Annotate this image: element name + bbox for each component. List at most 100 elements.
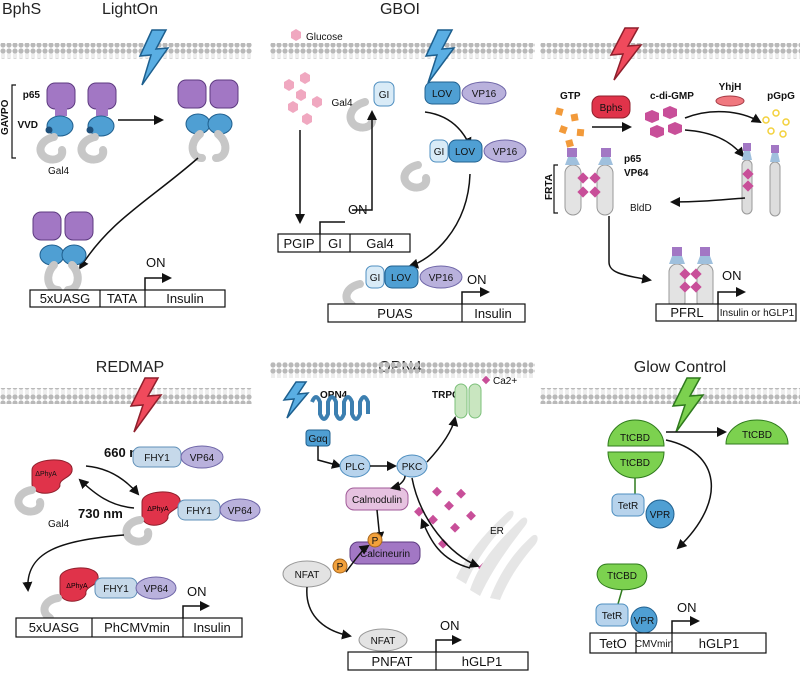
- on-label: ON: [187, 584, 207, 599]
- phosphate-label: P: [372, 536, 379, 547]
- frta-monomer-1: [741, 143, 754, 215]
- promoter-part: 5xUASG: [40, 291, 91, 306]
- glucose-icon: [291, 29, 301, 41]
- p65-label: p65: [624, 154, 642, 165]
- gi-label: GI: [434, 147, 445, 158]
- fhy1-label: FHY1: [186, 506, 212, 517]
- plc-label: PLC: [345, 462, 364, 473]
- promoter-part: PUAS: [377, 306, 413, 321]
- trpc-channel: [454, 383, 482, 419]
- glucose-label: Glucose: [306, 32, 343, 43]
- gal4-label: Gal4: [48, 166, 70, 177]
- ttcbd-monomer: [725, 419, 789, 445]
- fhy1-label: FHY1: [103, 584, 129, 595]
- panel-title: REDMAP: [96, 359, 164, 376]
- phya-fhy1-bound: ΔPhyA FHY1 VP64: [40, 567, 177, 622]
- bphs-enzyme: Bphs: [591, 95, 631, 119]
- tetr-label: TetR: [602, 611, 623, 622]
- gal4-gi-lov-bound: GI LOV VP16: [342, 265, 463, 309]
- promoter-part: 5xUASG: [29, 620, 80, 635]
- cell-membrane: [0, 388, 252, 404]
- promoter-teto: TetO CMVmin hGLP1 ON: [589, 600, 767, 654]
- er-label: ER: [490, 526, 504, 537]
- opn4-receptor: [310, 395, 370, 421]
- cell-membrane: [0, 43, 252, 59]
- cell-membrane: [270, 43, 535, 59]
- on-label: ON: [677, 600, 697, 615]
- gal4-gi: GI Gal4: [331, 81, 395, 132]
- cell-membrane: [540, 388, 800, 404]
- nfat-label: NFAT: [295, 570, 320, 581]
- promoter-part: PFRL: [670, 305, 703, 320]
- promoter-gip: PGIP GI Gal4: [277, 221, 411, 253]
- promoter-part: PNFAT: [372, 654, 413, 669]
- lov-label: LOV: [432, 89, 452, 100]
- ttcbd-label: TtCBD: [607, 571, 637, 582]
- pgpg-molecules: [762, 109, 790, 138]
- light-bolt-icon: [129, 377, 163, 433]
- gtp-label: GTP: [560, 91, 581, 102]
- panel-bphs: Bphs GTP c-di-GMP YhjH pGpG: [540, 27, 800, 322]
- ttcbd-dimer: TtCBD TtCBD: [607, 419, 665, 494]
- p65-label: p65: [23, 90, 41, 101]
- promoter-frl: PFRL Insulin or hGLP1 ON: [655, 268, 797, 322]
- phya-label: ΔPhyA: [147, 506, 169, 513]
- gavpo-monomer-1: [36, 82, 76, 164]
- promoter-part: CMVmin: [635, 639, 673, 650]
- promoter-uas: PUAS Insulin ON: [327, 272, 526, 323]
- phya-fhy1-complex: ΔPhyA FHY1 VP64: [122, 491, 261, 546]
- gaq-label: Gαq: [308, 434, 327, 445]
- promoter-part: PhCMVmin: [104, 620, 170, 635]
- light-bolt-icon: [609, 27, 643, 81]
- gal4-label: Gal4: [48, 519, 70, 530]
- panel-glow-control: Glow Control TtCBD TtCBD TetR VPR TtCBD …: [540, 359, 800, 654]
- panel-title: GBOI: [380, 1, 420, 18]
- phya-gal4: ΔPhyA Gal4: [14, 459, 73, 530]
- cdigmp-label: c-di-GMP: [650, 91, 694, 102]
- gavpo-dimer-bound: [32, 211, 94, 294]
- panel-opn4: OPN4 OPN4 Gαq PLC PKC TRPC Ca2+ Calmodul…: [270, 359, 538, 671]
- vp16-label: VP16: [493, 147, 518, 158]
- vp64-label: VP64: [144, 584, 169, 595]
- on-label: ON: [440, 618, 460, 633]
- panel-gboi: GBOI Glucose GI Gal4 LOV VP16 ON: [270, 1, 535, 323]
- gal4-label: Gal4: [331, 98, 353, 109]
- promoter-lighton: 5xUASG TATA Insulin ON: [29, 255, 226, 308]
- gi-label: GI: [379, 90, 390, 101]
- promoter-part: Insulin or hGLP1: [720, 308, 795, 319]
- cell-membrane: [270, 362, 535, 378]
- fhy1-label: FHY1: [144, 453, 170, 464]
- promoter-part: Insulin: [166, 291, 204, 306]
- promoter-part: PGIP: [283, 236, 314, 251]
- vp16-label: VP16: [472, 89, 497, 100]
- gavpo-monomer-2: [77, 82, 117, 164]
- glucose-molecules: [284, 72, 322, 125]
- trpc-label: TRPC: [432, 390, 459, 401]
- ca-label: Ca2+: [493, 376, 517, 387]
- phosphate-label: P: [337, 562, 344, 573]
- calmodulin-label: Calmodulin: [352, 495, 402, 506]
- panel-title: Glow Control: [634, 359, 726, 376]
- pkc-label: PKC: [402, 462, 423, 473]
- vp64-label: VP64: [190, 453, 215, 464]
- on-label: ON: [348, 202, 368, 217]
- cell-membrane: [540, 43, 800, 59]
- promoter-part: Gal4: [366, 236, 393, 251]
- panel-redmap: REDMAP 660 nm 730 nm ΔPhyA Gal4 FHY1 VP6…: [0, 359, 261, 638]
- light-bolt-icon: [671, 377, 705, 433]
- vvd-label: VVD: [17, 120, 38, 131]
- promoter-part: TATA: [107, 291, 138, 306]
- pgpg-label: pGpG: [767, 91, 795, 102]
- on-label: ON: [722, 268, 742, 283]
- frta-dimer-bound: [668, 247, 714, 311]
- vp64-label: VP64: [228, 506, 253, 517]
- lov-label: LOV: [391, 273, 411, 284]
- gi-label: GI: [370, 273, 381, 284]
- light-bolt-icon: [424, 29, 456, 84]
- frta-monomer-2: [769, 145, 781, 217]
- promoter-part: Insulin: [474, 306, 512, 321]
- panel-title: LightOn: [102, 1, 158, 18]
- gavpo-label: GAVPO: [0, 99, 11, 135]
- promoter-part: hGLP1: [699, 636, 739, 651]
